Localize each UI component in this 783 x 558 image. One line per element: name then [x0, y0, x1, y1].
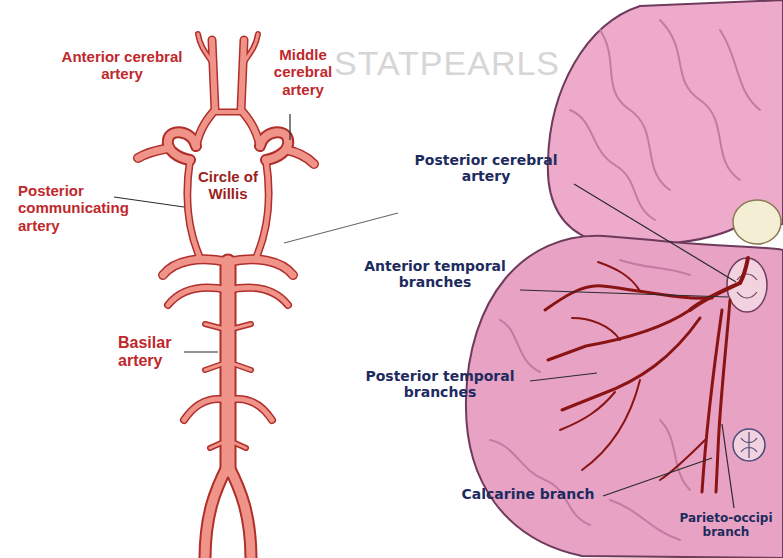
branch-label: Anterior temporal branches — [352, 258, 518, 290]
circle-of-willis-illustration — [114, 34, 398, 558]
artery-label: Posterior cerebral artery — [400, 152, 572, 184]
artery-label: Basilar artery — [118, 334, 182, 371]
watermark: STATPEARLS — [334, 44, 604, 83]
artery-label: Anterior cerebral artery — [56, 48, 188, 83]
branch-label: Posterior temporal branches — [352, 368, 528, 400]
region-label: Circle of Willis — [192, 168, 264, 203]
branch-label: Parieto-occipi branch — [673, 512, 779, 540]
artery-label: Middle cerebral artery — [266, 46, 340, 98]
brain-illustration — [466, 0, 783, 558]
branch-label: Calcarine branch — [452, 486, 604, 502]
artery-label: Posterior communicating artery — [18, 182, 148, 234]
